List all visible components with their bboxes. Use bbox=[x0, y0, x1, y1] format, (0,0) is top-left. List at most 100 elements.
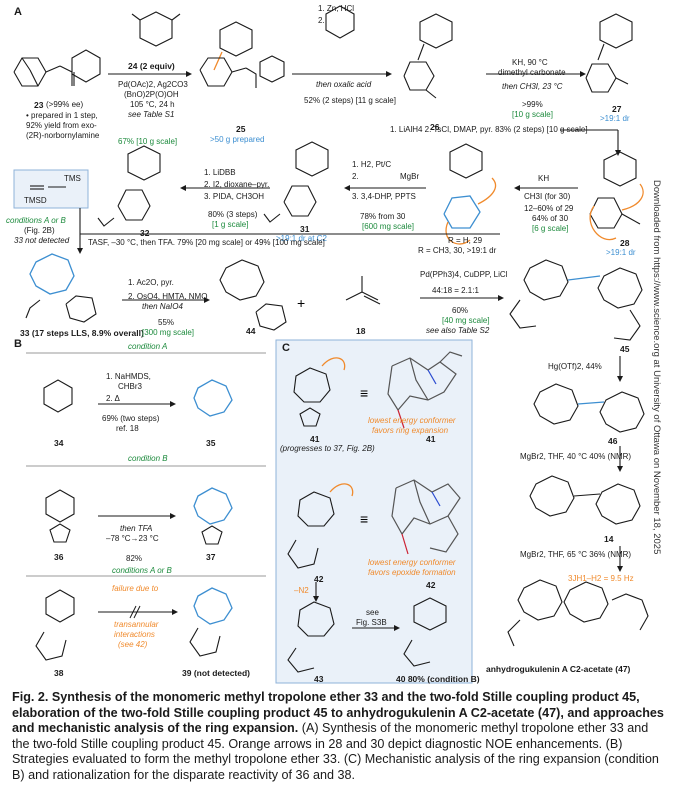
condA-yield: 69% (two steps) bbox=[102, 414, 160, 423]
tmsd-box bbox=[13, 169, 89, 209]
fig-s3b-label: Fig. S3B bbox=[356, 618, 387, 627]
condition-a-header: condition A bbox=[128, 342, 168, 351]
structure-36 bbox=[45, 489, 75, 543]
compound-23-ee: (>99% ee) bbox=[46, 100, 84, 109]
model-42-label: 42 bbox=[426, 580, 436, 590]
step10-scale: [40 mg scale] bbox=[442, 316, 490, 325]
c42-conformer-note2: favors epoxide formation bbox=[368, 568, 456, 577]
condA-ref: ref. 18 bbox=[116, 424, 139, 433]
step7-cond2: 2. I2, dioxane–pyr. bbox=[204, 180, 270, 189]
structure-40 bbox=[403, 597, 447, 667]
conformer-42-model bbox=[391, 479, 461, 555]
compound-27: 27 bbox=[612, 104, 622, 114]
compound-34: 34 bbox=[54, 438, 64, 448]
structure-39 bbox=[189, 587, 233, 657]
compound-39: 39 (not detected) bbox=[182, 668, 251, 678]
step3-yield: >99% bbox=[522, 100, 543, 109]
conditions-a-or-b: conditions A or B bbox=[6, 216, 66, 225]
step7-cond3: 3. PIDA, CH3OH bbox=[204, 192, 265, 201]
panel-c-box bbox=[275, 339, 473, 684]
step9-scale: [300 mg scale] bbox=[142, 328, 195, 337]
c42-conformer-note1: lowest energy conformer bbox=[368, 558, 456, 567]
compound-46: 46 bbox=[608, 436, 618, 446]
structure-46 bbox=[533, 383, 645, 433]
conditions-ab-header: conditions A or B bbox=[112, 566, 172, 575]
step1-cond4: see Table S1 bbox=[128, 110, 175, 119]
step9-cond1: 1. Ac2O, pyr. bbox=[128, 278, 174, 287]
compound-23-note2: 92% yield from exo- bbox=[26, 121, 97, 130]
step2-yield: 52% (2 steps) [11 g scale] bbox=[304, 96, 396, 105]
compound-28: 28 bbox=[620, 238, 630, 248]
compound-31-dr: >19:1 dr at C2 bbox=[276, 234, 327, 243]
step10-cond1: Pd(PPh3)4, CuDPP, LiCl bbox=[420, 270, 508, 279]
compound-23: 23 bbox=[34, 100, 44, 110]
compound-38: 38 bbox=[54, 668, 64, 678]
structure-42 bbox=[287, 483, 354, 569]
compound-23-note3: (2R)-norbornylamine bbox=[26, 131, 100, 140]
compound-37: 37 bbox=[206, 552, 216, 562]
step3-cond1: KH, 90 °C bbox=[512, 58, 548, 67]
step1-cond1: Pd(OAc)2, Ag2CO3 bbox=[118, 80, 188, 89]
step1-cond2: (BnO)2P(O)OH bbox=[124, 90, 179, 99]
step2-cond1: 1. Zn, HCl bbox=[318, 4, 355, 13]
compound-25: 25 bbox=[236, 124, 246, 134]
structure-45 bbox=[509, 259, 643, 341]
failure-note-3: interactions bbox=[114, 630, 155, 639]
step9-yield: 55% bbox=[158, 318, 175, 327]
compound-41-note: (progresses to 37, Fig. 2B) bbox=[280, 444, 375, 453]
compound-26: 26 bbox=[430, 122, 440, 132]
step10-note: see also Table S2 bbox=[426, 326, 490, 335]
c41-conformer-note2: favors ring expansion bbox=[372, 426, 449, 435]
structure-43 bbox=[287, 601, 335, 673]
step6-cond2: 2. bbox=[352, 172, 359, 181]
condB-cond2: –78 °C→23 °C bbox=[106, 534, 159, 543]
step5-yield1: 12–60% of 29 bbox=[524, 204, 574, 213]
compound-42: 42 bbox=[314, 574, 324, 584]
condB-yield: 82% bbox=[126, 554, 143, 563]
step1-cond3: 105 °C, 24 h bbox=[130, 100, 175, 109]
step2-cond3: then oxalic acid bbox=[316, 80, 372, 89]
step5-cond2: CH3I (for 30) bbox=[524, 192, 571, 201]
structure-26 bbox=[403, 13, 453, 99]
compound-28-dr: >19:1 dr bbox=[606, 248, 636, 257]
step2-cond2: 2. bbox=[318, 16, 325, 25]
reagent-24: 24 (2 equiv) bbox=[128, 61, 175, 71]
tmsd-tms: TMS bbox=[64, 174, 81, 183]
coupling-constant: 3JH1–H2 = 9.5 Hz bbox=[568, 574, 634, 583]
structure-18 bbox=[345, 276, 381, 305]
step6-cond3: 3. 3,4-DHP, PPTS bbox=[352, 192, 416, 201]
compound-47: anhydrogukulenin A C2-acetate (47) bbox=[486, 664, 631, 674]
step5-yield2: 64% of 30 bbox=[532, 214, 569, 223]
panel-b-label: B bbox=[14, 338, 22, 350]
structure-14 bbox=[529, 475, 641, 525]
structure-33 bbox=[25, 253, 97, 323]
condA-cond1b: CHBr3 bbox=[118, 382, 143, 391]
compound-32: 32 bbox=[140, 228, 150, 238]
step11: Hg(OTf)2, 44% bbox=[548, 362, 602, 371]
model-41-label: 41 bbox=[426, 434, 436, 444]
failure-note-1: failure due to bbox=[112, 584, 159, 593]
condA-cond2: 2. Δ bbox=[106, 394, 120, 403]
step12: MgBr2, THF, 40 °C 40% (NMR) bbox=[520, 452, 632, 461]
compound-31: 31 bbox=[300, 224, 310, 234]
condA-cond1: 1. NaHMDS, bbox=[106, 372, 151, 381]
compound-45: 45 bbox=[620, 344, 630, 354]
structure-31 bbox=[263, 141, 329, 223]
panel-a-label: A bbox=[14, 6, 22, 18]
step3-cond3: then CH3I, 23 °C bbox=[502, 82, 563, 91]
structure-30 bbox=[443, 143, 497, 245]
caption-title: Fig. 2. Synthesis of the monomeric methy… bbox=[12, 690, 664, 735]
step3-scale: [10 g scale] bbox=[512, 110, 553, 119]
compound-23-note1: • prepared in 1 step, bbox=[26, 111, 98, 120]
structure-32 bbox=[97, 145, 161, 227]
compound-36: 36 bbox=[54, 552, 64, 562]
compound-18: 18 bbox=[356, 326, 366, 336]
svg-text:+: + bbox=[297, 295, 305, 311]
structure-44 bbox=[219, 259, 287, 331]
compound-35: 35 bbox=[206, 438, 216, 448]
svg-text:≡: ≡ bbox=[360, 511, 368, 527]
structure-25 bbox=[199, 21, 285, 88]
see-label: see bbox=[366, 608, 379, 617]
svg-text:≡: ≡ bbox=[360, 385, 368, 401]
compound-33-not-detected: 33 not detected bbox=[14, 236, 70, 245]
